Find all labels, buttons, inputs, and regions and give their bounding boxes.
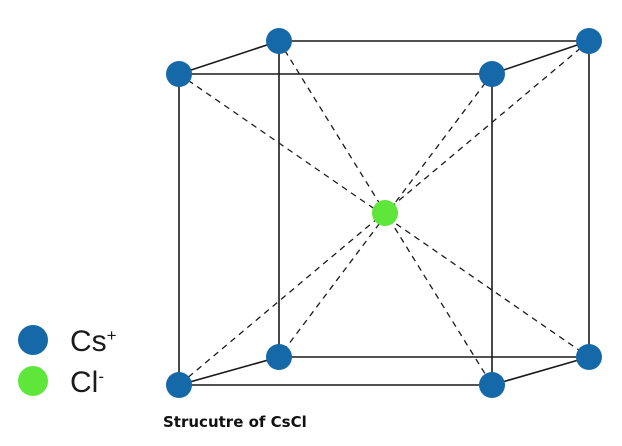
- diagram-caption: Strucutre of CsCl: [163, 413, 307, 431]
- cs-atom-back-bottom-left: [266, 344, 292, 370]
- legend-cs-marker: [18, 325, 48, 355]
- legend-cs-charge: +: [107, 326, 117, 345]
- cs-atom-front-top-right: [479, 61, 505, 87]
- edge-connect-bottom-right: [491, 356, 590, 386]
- legend-cs-label: Cs+: [70, 325, 117, 358]
- legend-cl-label: Cl-: [70, 366, 104, 399]
- legend-cl-symbol: Cl: [70, 366, 98, 399]
- cs-atom-front-bottom-right: [479, 372, 505, 398]
- cation-atoms: [166, 28, 602, 398]
- legend-cl-marker: [18, 366, 48, 396]
- edge-connect-top-left: [178, 40, 280, 75]
- cs-atom-front-bottom-left: [166, 372, 192, 398]
- legend-cs-symbol: Cs: [70, 325, 107, 358]
- edge-connect-top-right: [491, 40, 590, 75]
- cube-edges: [178, 40, 590, 386]
- cs-atom-front-top-left: [166, 61, 192, 87]
- edge-connect-bottom-left: [178, 356, 280, 386]
- legend: Cs+ Cl-: [18, 325, 117, 399]
- cs-atom-back-bottom-right: [576, 344, 602, 370]
- legend-cl-charge: -: [98, 367, 104, 386]
- cl-atom-center: [372, 200, 398, 226]
- cs-atom-back-top-left: [266, 28, 292, 54]
- cs-atom-back-top-right: [576, 28, 602, 54]
